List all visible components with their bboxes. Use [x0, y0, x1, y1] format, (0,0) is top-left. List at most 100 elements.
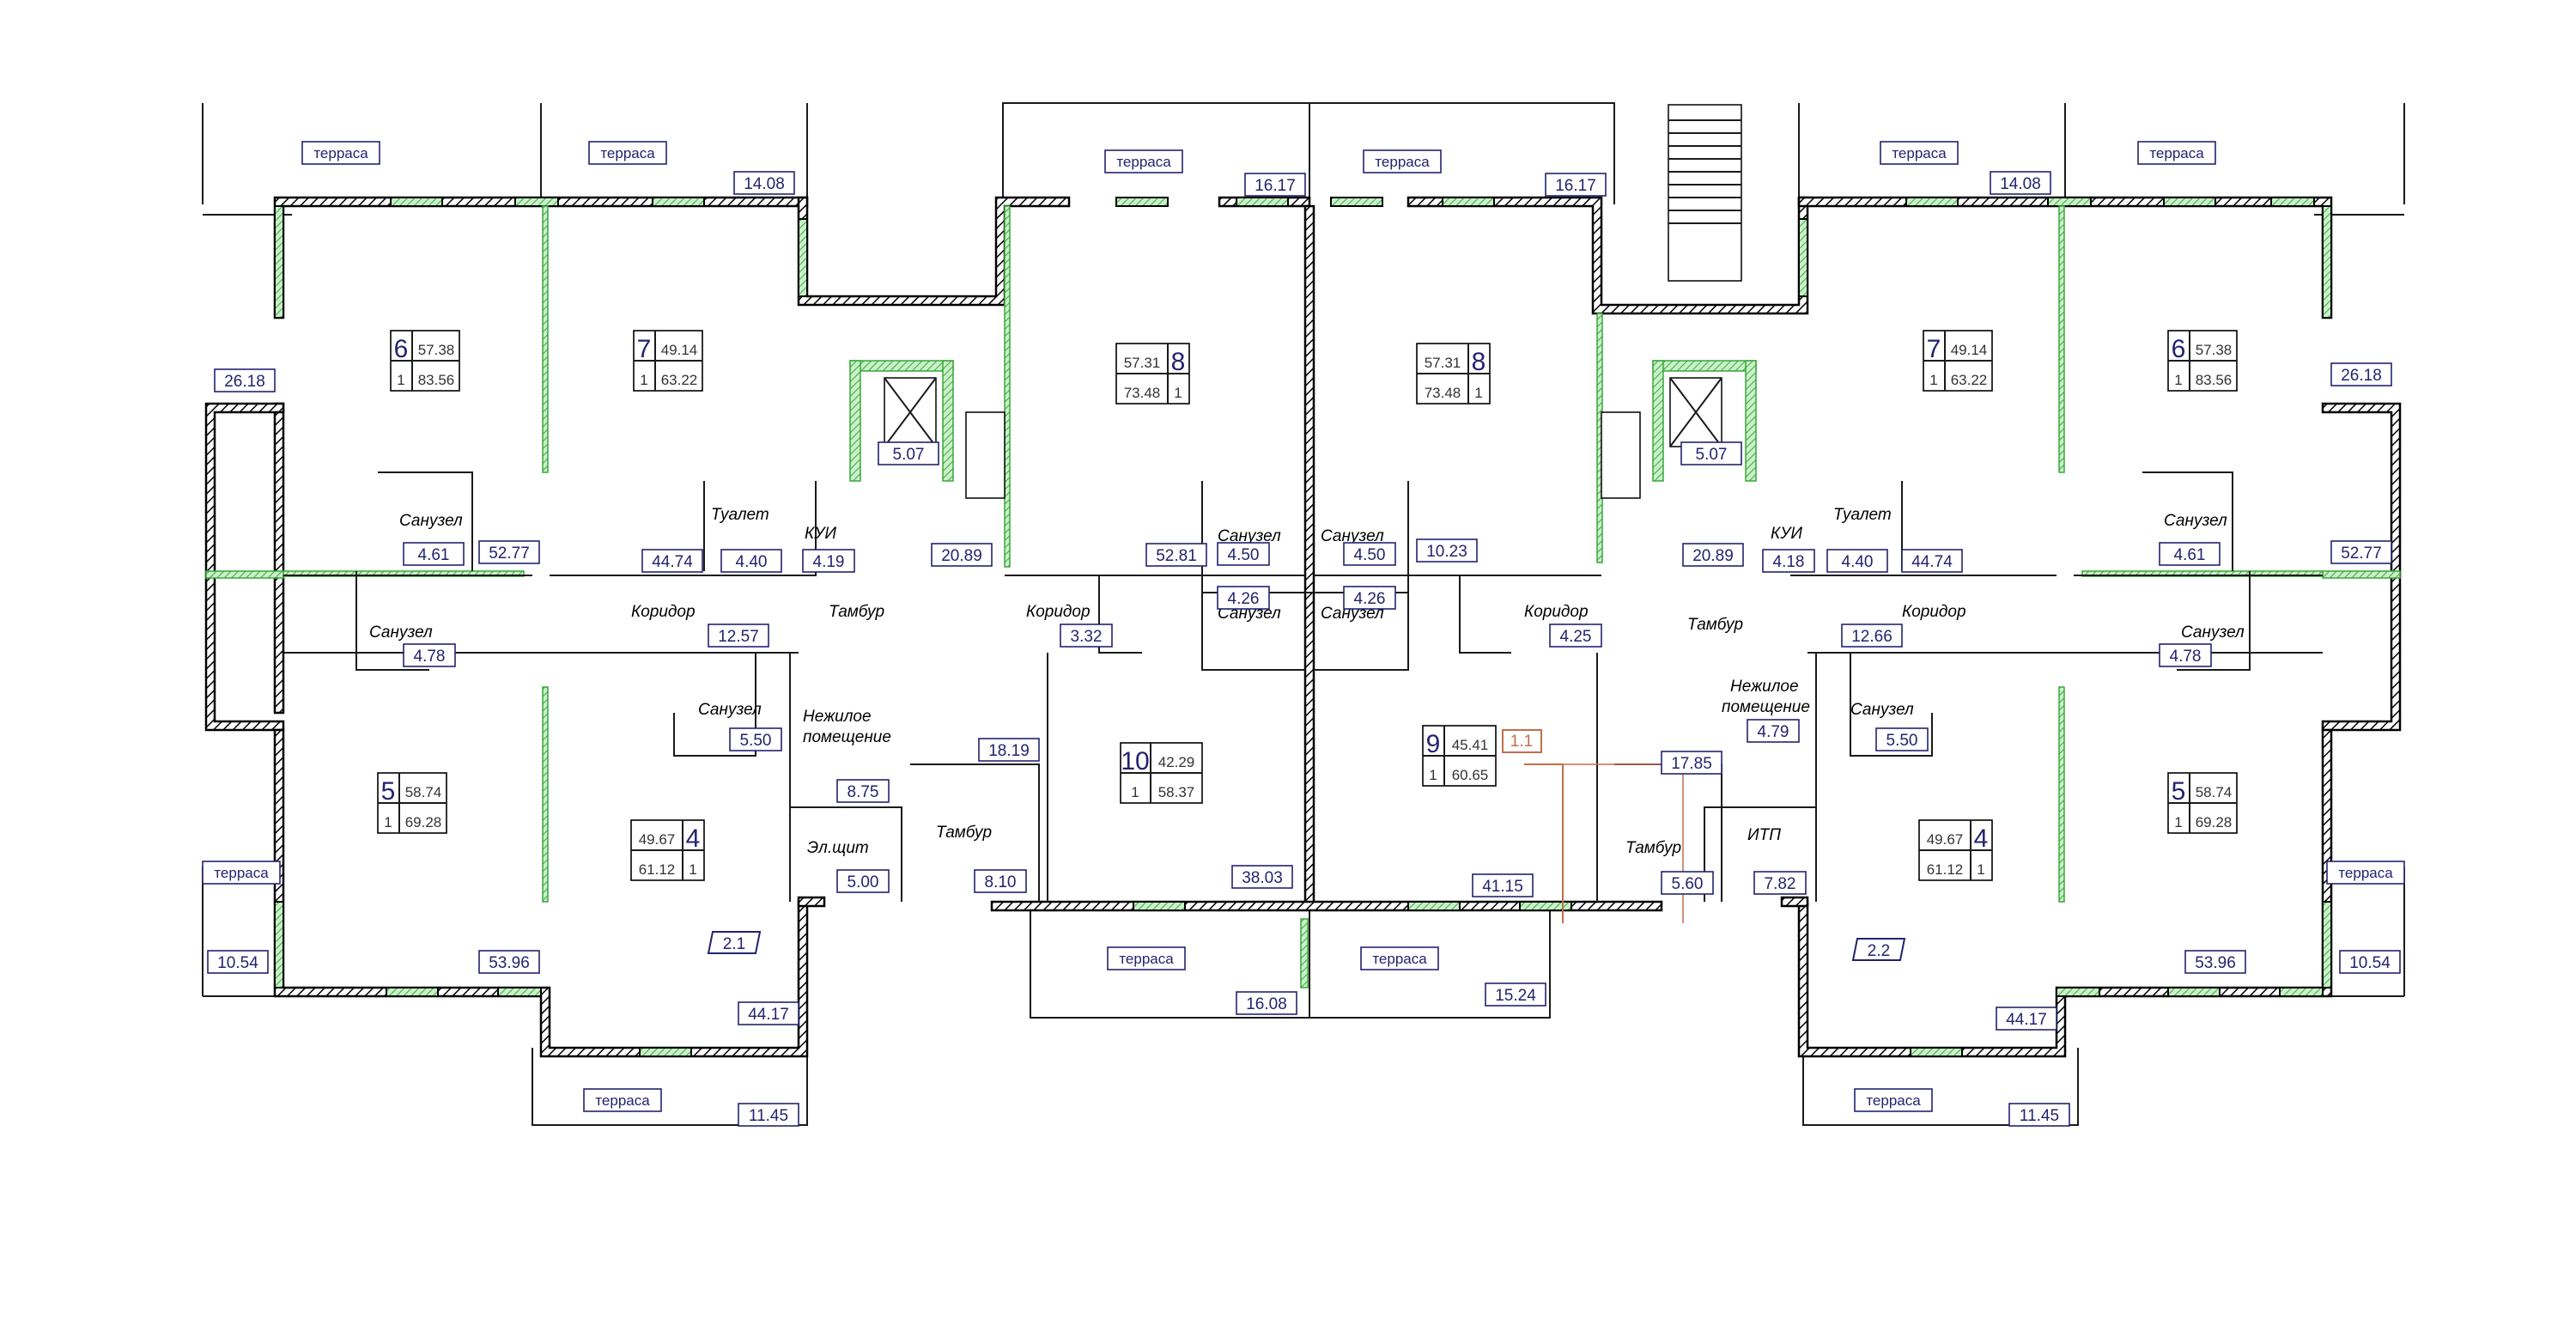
area-tag: 12.57 — [708, 624, 769, 648]
area-tag: 4.26 — [1217, 586, 1270, 610]
section-marker-1-1: 1.1 — [1502, 729, 1542, 753]
svg-text:20.89: 20.89 — [941, 547, 982, 565]
svg-text:16.17: 16.17 — [1555, 177, 1596, 195]
area-tag: 44.17 — [1996, 1007, 2057, 1031]
svg-text:6: 6 — [394, 335, 409, 363]
elevators-stairs — [884, 377, 1722, 499]
svg-text:терраса: терраса — [2338, 865, 2393, 881]
svg-text:терраса: терраса — [1116, 154, 1171, 170]
area-tag: 14.08 — [1990, 171, 2051, 195]
room-label: Тамбур — [936, 824, 992, 842]
svg-text:1: 1 — [2174, 814, 2182, 830]
area-tag: 44.74 — [1901, 549, 1963, 573]
room-label: Санузел — [2181, 624, 2245, 642]
svg-text:11.45: 11.45 — [2020, 1107, 2059, 1125]
svg-text:4.61: 4.61 — [418, 546, 450, 564]
svg-text:терраса: терраса — [1375, 154, 1430, 170]
svg-text:4.61: 4.61 — [2174, 546, 2206, 564]
exterior-stair-treads — [1668, 119, 1741, 224]
svg-text:5: 5 — [2172, 777, 2186, 806]
svg-text:52.77: 52.77 — [489, 544, 530, 563]
room-label: Коридор — [631, 603, 696, 621]
room-label: Санузел — [698, 701, 762, 719]
svg-text:61.12: 61.12 — [1927, 861, 1964, 878]
terrace-label: терраса — [1363, 149, 1442, 173]
svg-text:1: 1 — [1929, 372, 1937, 388]
svg-text:49.67: 49.67 — [639, 831, 676, 848]
svg-text:4.19: 4.19 — [813, 553, 845, 571]
area-tag: 7.82 — [1753, 871, 1807, 895]
svg-text:16.08: 16.08 — [1246, 995, 1287, 1013]
room-label: Туалет — [1833, 506, 1892, 524]
svg-text:18.19: 18.19 — [988, 742, 1030, 760]
area-tag: 4.78 — [2159, 643, 2212, 667]
area-tag: 16.17 — [1244, 173, 1306, 197]
room-label: Коридор — [1026, 603, 1091, 621]
svg-text:6: 6 — [2172, 335, 2186, 363]
svg-text:терраса: терраса — [1892, 145, 1947, 161]
svg-text:5.07: 5.07 — [893, 446, 925, 464]
svg-text:2.2: 2.2 — [1868, 942, 1890, 960]
area-tag: 44.17 — [738, 1001, 799, 1025]
svg-text:49.67: 49.67 — [1927, 831, 1964, 848]
svg-text:44.17: 44.17 — [2006, 1011, 2047, 1029]
room-labels: Санузел Санузел Санузел Санузел Санузел … — [369, 506, 2245, 857]
area-tag: 10.54 — [2339, 950, 2401, 974]
room-label: Санузел — [369, 624, 433, 642]
svg-text:5.00: 5.00 — [848, 873, 879, 891]
svg-text:4.26: 4.26 — [1228, 590, 1260, 608]
room-label: Коридор — [1524, 603, 1589, 621]
area-tag: 5.00 — [836, 869, 890, 893]
svg-text:73.48: 73.48 — [1124, 385, 1161, 401]
svg-text:5.60: 5.60 — [1672, 875, 1704, 893]
terrace-label: терраса — [1360, 946, 1439, 970]
svg-text:83.56: 83.56 — [418, 372, 455, 388]
svg-text:4.40: 4.40 — [736, 553, 768, 571]
terrace-label: терраса — [301, 141, 380, 165]
svg-text:57.38: 57.38 — [418, 342, 455, 358]
svg-text:83.56: 83.56 — [2196, 372, 2233, 388]
svg-text:8: 8 — [1171, 348, 1186, 376]
windows — [274, 197, 2332, 1057]
svg-text:терраса: терраса — [1866, 1092, 1921, 1109]
svg-text:4: 4 — [686, 824, 701, 853]
svg-text:26.18: 26.18 — [2341, 367, 2382, 385]
terrace-label: терраса — [2137, 141, 2216, 165]
area-tag: 41.15 — [1472, 873, 1534, 897]
area-tag: 5.60 — [1661, 871, 1714, 895]
area-tag: 4.50 — [1217, 542, 1270, 566]
svg-text:57.31: 57.31 — [1425, 355, 1461, 371]
area-tag: 16.08 — [1236, 991, 1297, 1015]
room-label: помещение — [1722, 698, 1810, 716]
svg-text:10: 10 — [1121, 747, 1149, 776]
svg-text:69.28: 69.28 — [2196, 814, 2233, 830]
svg-text:9: 9 — [1426, 730, 1441, 758]
area-tag: 52.77 — [2330, 540, 2392, 564]
svg-text:57.31: 57.31 — [1124, 355, 1161, 371]
room-label: Тамбур — [829, 603, 884, 621]
svg-text:7: 7 — [1927, 335, 1941, 363]
svg-text:61.12: 61.12 — [639, 861, 676, 878]
svg-text:терраса: терраса — [595, 1092, 650, 1109]
svg-text:1: 1 — [1174, 385, 1182, 401]
svg-text:1: 1 — [384, 814, 392, 830]
svg-text:4.25: 4.25 — [1560, 628, 1592, 646]
svg-text:4.26: 4.26 — [1354, 590, 1386, 608]
svg-text:4.78: 4.78 — [414, 648, 446, 666]
area-tag: 44.74 — [641, 549, 703, 573]
svg-text:терраса: терраса — [1372, 951, 1427, 967]
area-tag: 15.24 — [1485, 982, 1546, 1007]
svg-text:15.24: 15.24 — [1495, 987, 1536, 1005]
area-tag: 11.45 — [738, 1103, 799, 1127]
area-tag: 16.17 — [1545, 173, 1607, 197]
svg-text:терраса: терраса — [214, 865, 269, 881]
room-label: ИТП — [1747, 826, 1781, 844]
svg-text:4.78: 4.78 — [2170, 648, 2202, 666]
svg-text:42.29: 42.29 — [1158, 754, 1195, 770]
